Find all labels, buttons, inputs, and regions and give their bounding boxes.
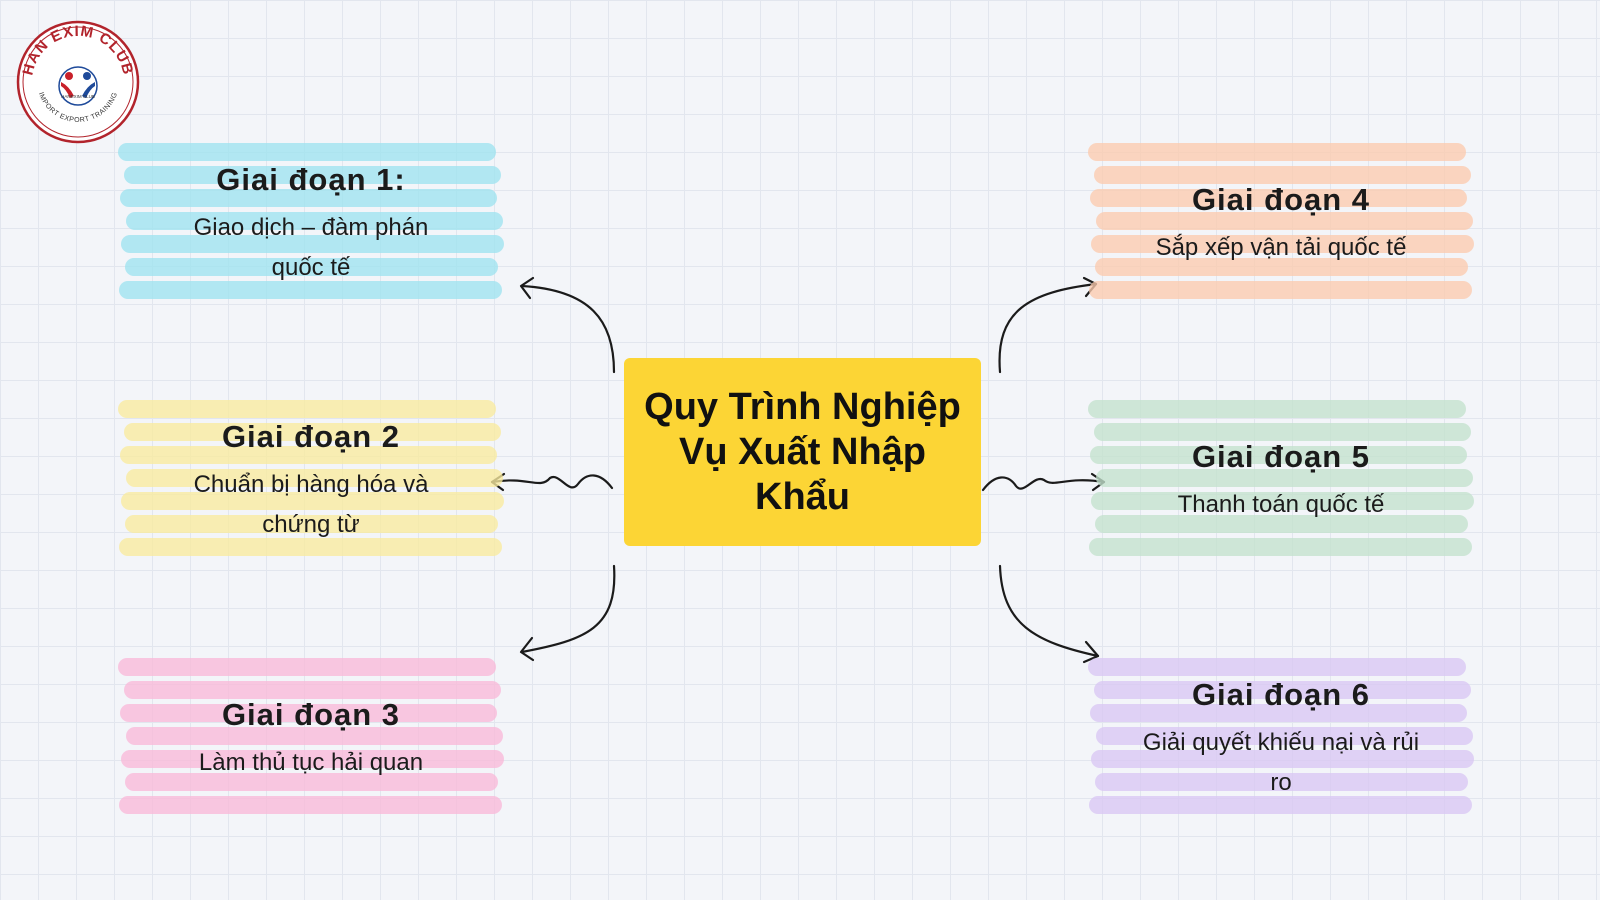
highlight-stripe (120, 446, 497, 464)
highlight-stripe (1090, 189, 1467, 207)
highlight-stripe (119, 538, 502, 556)
highlight-stripe (124, 166, 501, 184)
highlight-stripe (1096, 212, 1473, 230)
highlight-stripe (1095, 258, 1468, 276)
highlight-stripe (126, 469, 503, 487)
highlight-stripe (1094, 166, 1471, 184)
highlight-stripe (1096, 469, 1473, 487)
highlight-stripe (120, 704, 497, 722)
highlight-stripe (1091, 235, 1474, 253)
highlight-stripe (1095, 515, 1468, 533)
arrow-to-stage-3 (520, 564, 616, 654)
stage-card-3: Giai đoạn 3 Làm thủ tục hải quan (118, 658, 504, 822)
highlight-stripe (1090, 446, 1467, 464)
stage-card-1: Giai đoạn 1: Giao dịch – đàm phán quốc t… (118, 143, 504, 307)
arrow-to-stage-5 (981, 476, 1106, 492)
arrow-to-stage-6 (998, 564, 1100, 658)
highlight-stripe (126, 212, 503, 230)
highlight-stripe (118, 143, 496, 161)
highlight-stripe (125, 773, 498, 791)
highlight-stripe (121, 750, 504, 768)
highlight-stripe (124, 681, 501, 699)
highlight-stripe (125, 258, 498, 276)
arrow-to-stage-2 (490, 474, 614, 490)
highlight-stripe (121, 235, 504, 253)
stage-title: Giai đoạn 1: (216, 162, 406, 197)
highlight-stripe (125, 515, 498, 533)
highlight-stripe (1088, 658, 1466, 676)
highlight-stripe (1094, 423, 1471, 441)
arrow-to-stage-1 (520, 284, 616, 374)
stage-description: Thanh toán quốc tế (1177, 491, 1385, 518)
central-topic-title: Quy Trình Nghiệp Vụ Xuất Nhập Khẩu (644, 385, 961, 518)
highlight-stripe (1088, 143, 1466, 161)
highlight-stripe (1088, 400, 1466, 418)
highlight-stripe (1091, 750, 1474, 768)
highlight-stripe (1090, 704, 1467, 722)
highlight-stripe (119, 796, 502, 814)
stage-card-5: Giai đoạn 5 Thanh toán quốc tế (1088, 400, 1474, 564)
highlight-stripe (118, 400, 496, 418)
highlight-stripe (1089, 281, 1472, 299)
highlight-stripe (1096, 727, 1473, 745)
highlight-stripe (120, 189, 497, 207)
logo-inner-text: HANEXIM CLUB (61, 94, 95, 99)
stage-description: Làm thủ tục hải quan (198, 749, 424, 776)
stage-card-6: Giai đoạn 6 Giải quyết khiếu nại và rủi … (1088, 658, 1474, 822)
stage-description: Sắp xếp vận tải quốc tế (1155, 234, 1407, 261)
arrow-to-stage-4 (998, 282, 1098, 374)
highlight-stripe (1091, 492, 1474, 510)
stage-title: Giai đoạn 2 (221, 419, 401, 454)
stage-title: Giai đoạn 5 (1191, 439, 1371, 474)
highlight-stripe (1089, 796, 1472, 814)
highlight-stripe (121, 492, 504, 510)
han-exim-club-logo: HAN EXIM CLUB IMPORT EXPORT TRAINING HAN… (14, 18, 142, 146)
highlight-stripe (1094, 681, 1471, 699)
stage-description: Giao dịch – đàm phán quốc tế (193, 214, 429, 281)
highlight-stripe (119, 281, 502, 299)
stage-title: Giai đoạn 4 (1191, 182, 1371, 217)
highlight-stripe (118, 658, 496, 676)
central-topic: Quy Trình Nghiệp Vụ Xuất Nhập Khẩu (624, 358, 981, 546)
stage-description: Chuẩn bị hàng hóa và chứng từ (193, 471, 429, 538)
stage-card-4: Giai đoạn 4 Sắp xếp vận tải quốc tế (1088, 143, 1474, 307)
stage-card-2: Giai đoạn 2 Chuẩn bị hàng hóa và chứng t… (118, 400, 504, 564)
highlight-stripe (124, 423, 501, 441)
highlight-stripe (1095, 773, 1468, 791)
stage-title: Giai đoạn 3 (221, 697, 401, 732)
highlight-stripe (126, 727, 503, 745)
stage-description: Giải quyết khiếu nại và rủi ro (1142, 729, 1420, 796)
stage-title: Giai đoạn 6 (1191, 677, 1371, 712)
highlight-stripe (1089, 538, 1472, 556)
